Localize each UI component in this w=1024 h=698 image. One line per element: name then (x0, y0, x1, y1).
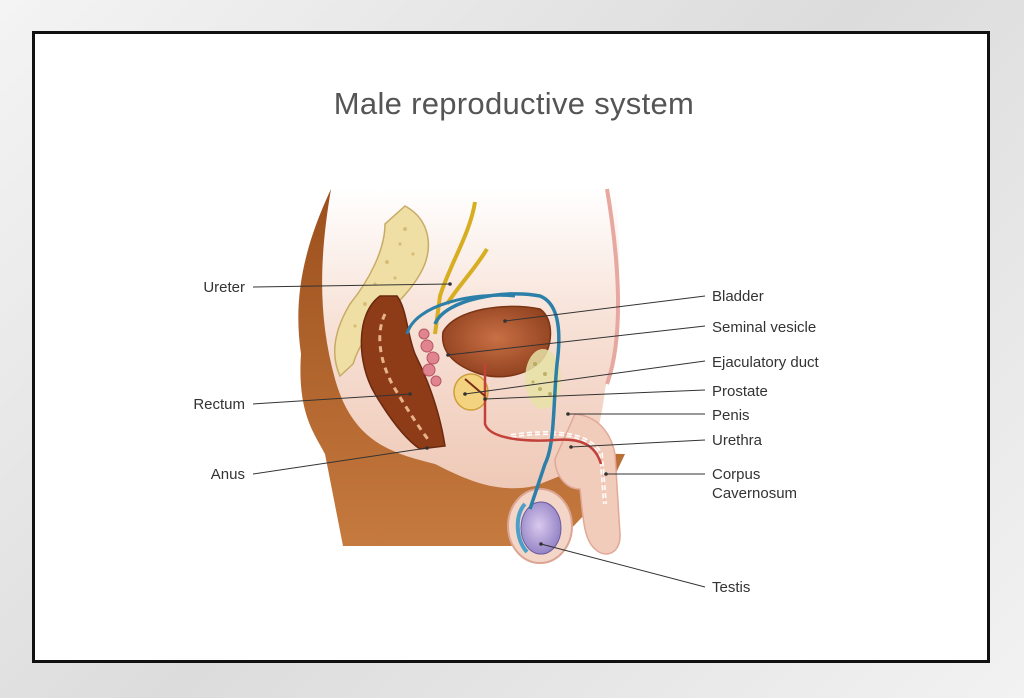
anatomy-diagram: Ureter Rectum Anus Bladder Seminal vesic… (35, 34, 993, 666)
label-testis: Testis (712, 579, 750, 596)
label-anus: Anus (211, 466, 245, 483)
label-cavernosum: Cavernosum (712, 485, 797, 502)
label-seminal-vesicle: Seminal vesicle (712, 319, 816, 336)
label-bladder: Bladder (712, 288, 764, 305)
label-ejaculatory-duct: Ejaculatory duct (712, 354, 820, 371)
label-prostate: Prostate (712, 383, 768, 400)
label-urethra: Urethra (712, 432, 763, 449)
label-ureter: Ureter (203, 279, 245, 296)
label-corpus: Corpus (712, 466, 760, 483)
label-rectum: Rectum (193, 396, 245, 413)
testis-shape (521, 502, 561, 554)
poster: Male reproductive system (32, 31, 990, 663)
label-penis: Penis (712, 407, 750, 424)
